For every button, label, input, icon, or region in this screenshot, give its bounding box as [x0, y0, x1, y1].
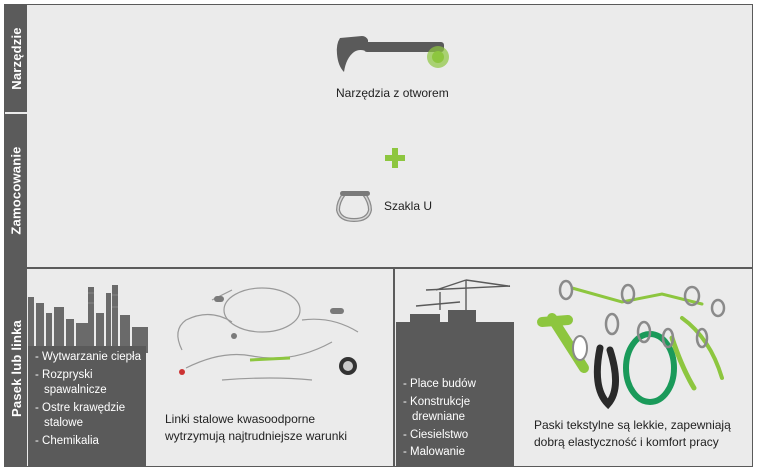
- side-label-attachment: Zamocowanie: [5, 114, 27, 267]
- steel-lanyard-illustration: [177, 287, 359, 381]
- side-label-lanyard: Pasek lub linka: [5, 269, 27, 467]
- list-item: - Ostre krawędzie stalowe: [35, 401, 126, 430]
- construction-skyline-icon: [396, 279, 514, 356]
- right-panel-bullets: - Place budów - Konstrukcje drewniane - …: [403, 377, 509, 463]
- section-title-lanyard: Pasek lub linka: [8, 319, 24, 417]
- list-item: - Chemikalia: [35, 434, 99, 447]
- list-item: - Ciesielstwo: [403, 428, 469, 441]
- plus-icon: [385, 148, 405, 168]
- hammer-icon: [336, 36, 449, 72]
- tool-item-label: Narzędzia z otworem: [336, 86, 449, 100]
- attachment-item-label: Szakla U: [384, 199, 433, 213]
- list-item: - Malowanie: [403, 446, 466, 458]
- right-panel-description: Paski tekstylne są lekkie, zapewniają do…: [534, 418, 731, 449]
- left-panel-box: [28, 346, 146, 467]
- section-title-attachment: Zamocowanie: [8, 146, 24, 235]
- list-item: - Place budów: [403, 378, 476, 390]
- section-divider: [5, 267, 753, 269]
- left-panel-description: Linki stalowe kwasoodporne wytrzymują na…: [165, 412, 348, 443]
- list-item: - Wytwarzanie ciepła: [35, 351, 141, 363]
- list-item: - Rozpryski spawalnicze: [35, 368, 107, 397]
- panel-divider: [393, 269, 395, 467]
- list-item: - Konstrukcje drewniane: [403, 395, 471, 424]
- left-panel-bullets: - Wytwarzanie ciepła - Rozpryski spawaln…: [35, 350, 141, 451]
- section-title-tool: Narzędzie: [8, 27, 24, 90]
- right-panel-box: [396, 352, 514, 467]
- shackle-icon: [335, 191, 373, 223]
- textile-lanyard-illustration: [537, 279, 726, 410]
- industrial-skyline-icon: [28, 285, 148, 353]
- side-label-tool: Narzędzie: [5, 5, 27, 112]
